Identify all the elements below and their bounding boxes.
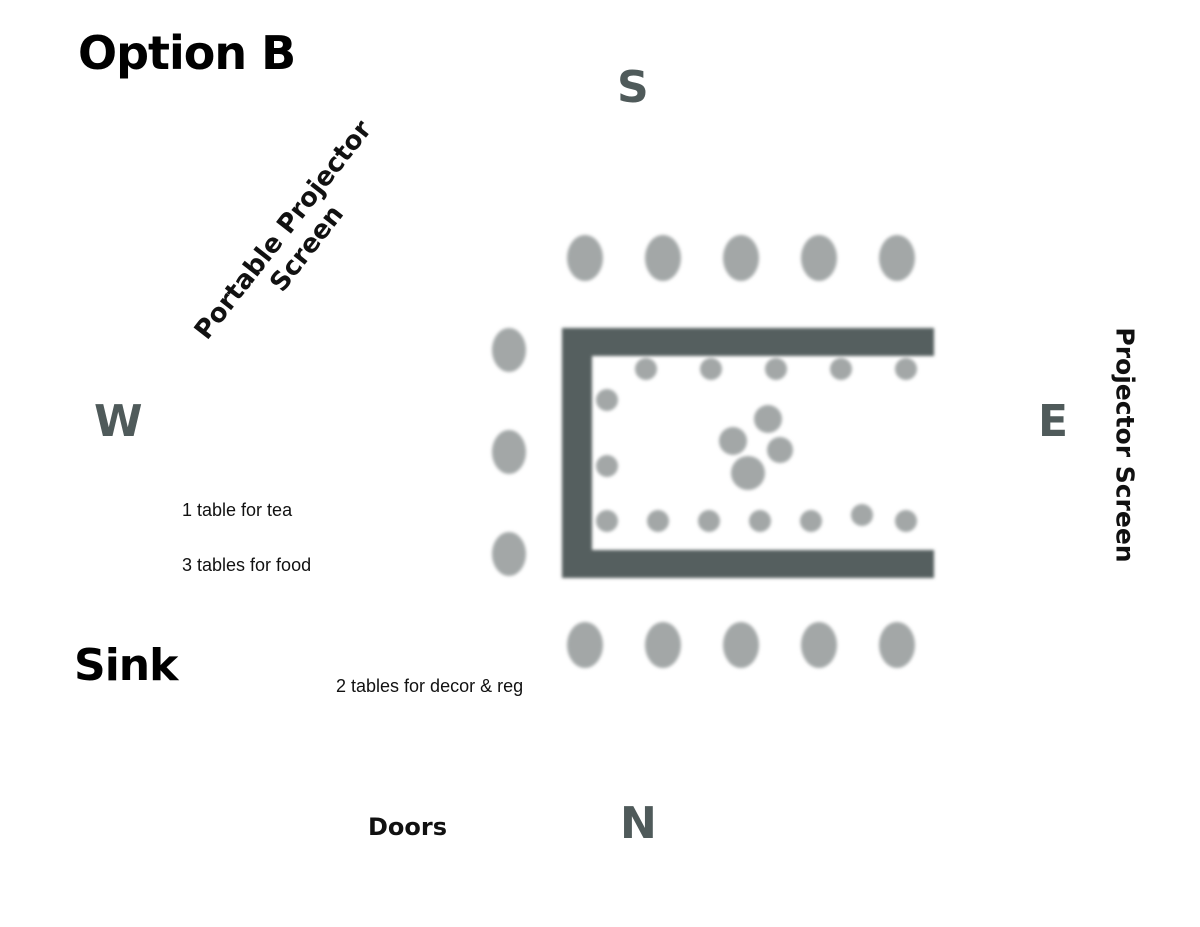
table-left-bar [562,328,592,578]
outer-chair [723,622,759,668]
inner-chair [830,358,852,380]
outer-chair [879,235,915,281]
sink-label: Sink [74,640,178,691]
inner-chair [765,358,787,380]
inner-chair [895,510,917,532]
outer-chair [492,532,526,576]
inner-chair [596,455,618,477]
decor-tables-label: 2 tables for decor & reg [336,676,524,696]
table-bottom-bar [562,550,934,578]
center-chair [767,437,793,463]
inner-chair [800,510,822,532]
outer-chair [801,235,837,281]
inner-chair [851,504,873,526]
inner-chair [596,510,618,532]
table-top-bar [562,328,934,356]
compass-east: E [1038,396,1069,447]
compass-south: S [617,62,649,113]
outer-chair [567,235,603,281]
inner-chair [700,358,722,380]
outer-chair [645,622,681,668]
compass-west: W [94,396,143,447]
inner-chair [698,510,720,532]
doors-label: Doors [368,813,448,841]
outer-chair [879,622,915,668]
outer-chair [801,622,837,668]
compass-north: N [620,798,657,849]
tea-table-label: 1 table for tea [182,500,293,520]
center-chair [754,405,782,433]
inner-chair [596,389,618,411]
center-chair [719,427,747,455]
inner-chair [647,510,669,532]
inner-chair [749,510,771,532]
page-title: Option B [78,26,296,80]
outer-chair [492,430,526,474]
food-tables-label: 3 tables for food [182,555,312,575]
outer-chair [567,622,603,668]
inner-chair [635,358,657,380]
outer-chair [723,235,759,281]
outer-chair [645,235,681,281]
outer-chair [492,328,526,372]
center-chair [731,456,765,490]
inner-chair [895,358,917,380]
